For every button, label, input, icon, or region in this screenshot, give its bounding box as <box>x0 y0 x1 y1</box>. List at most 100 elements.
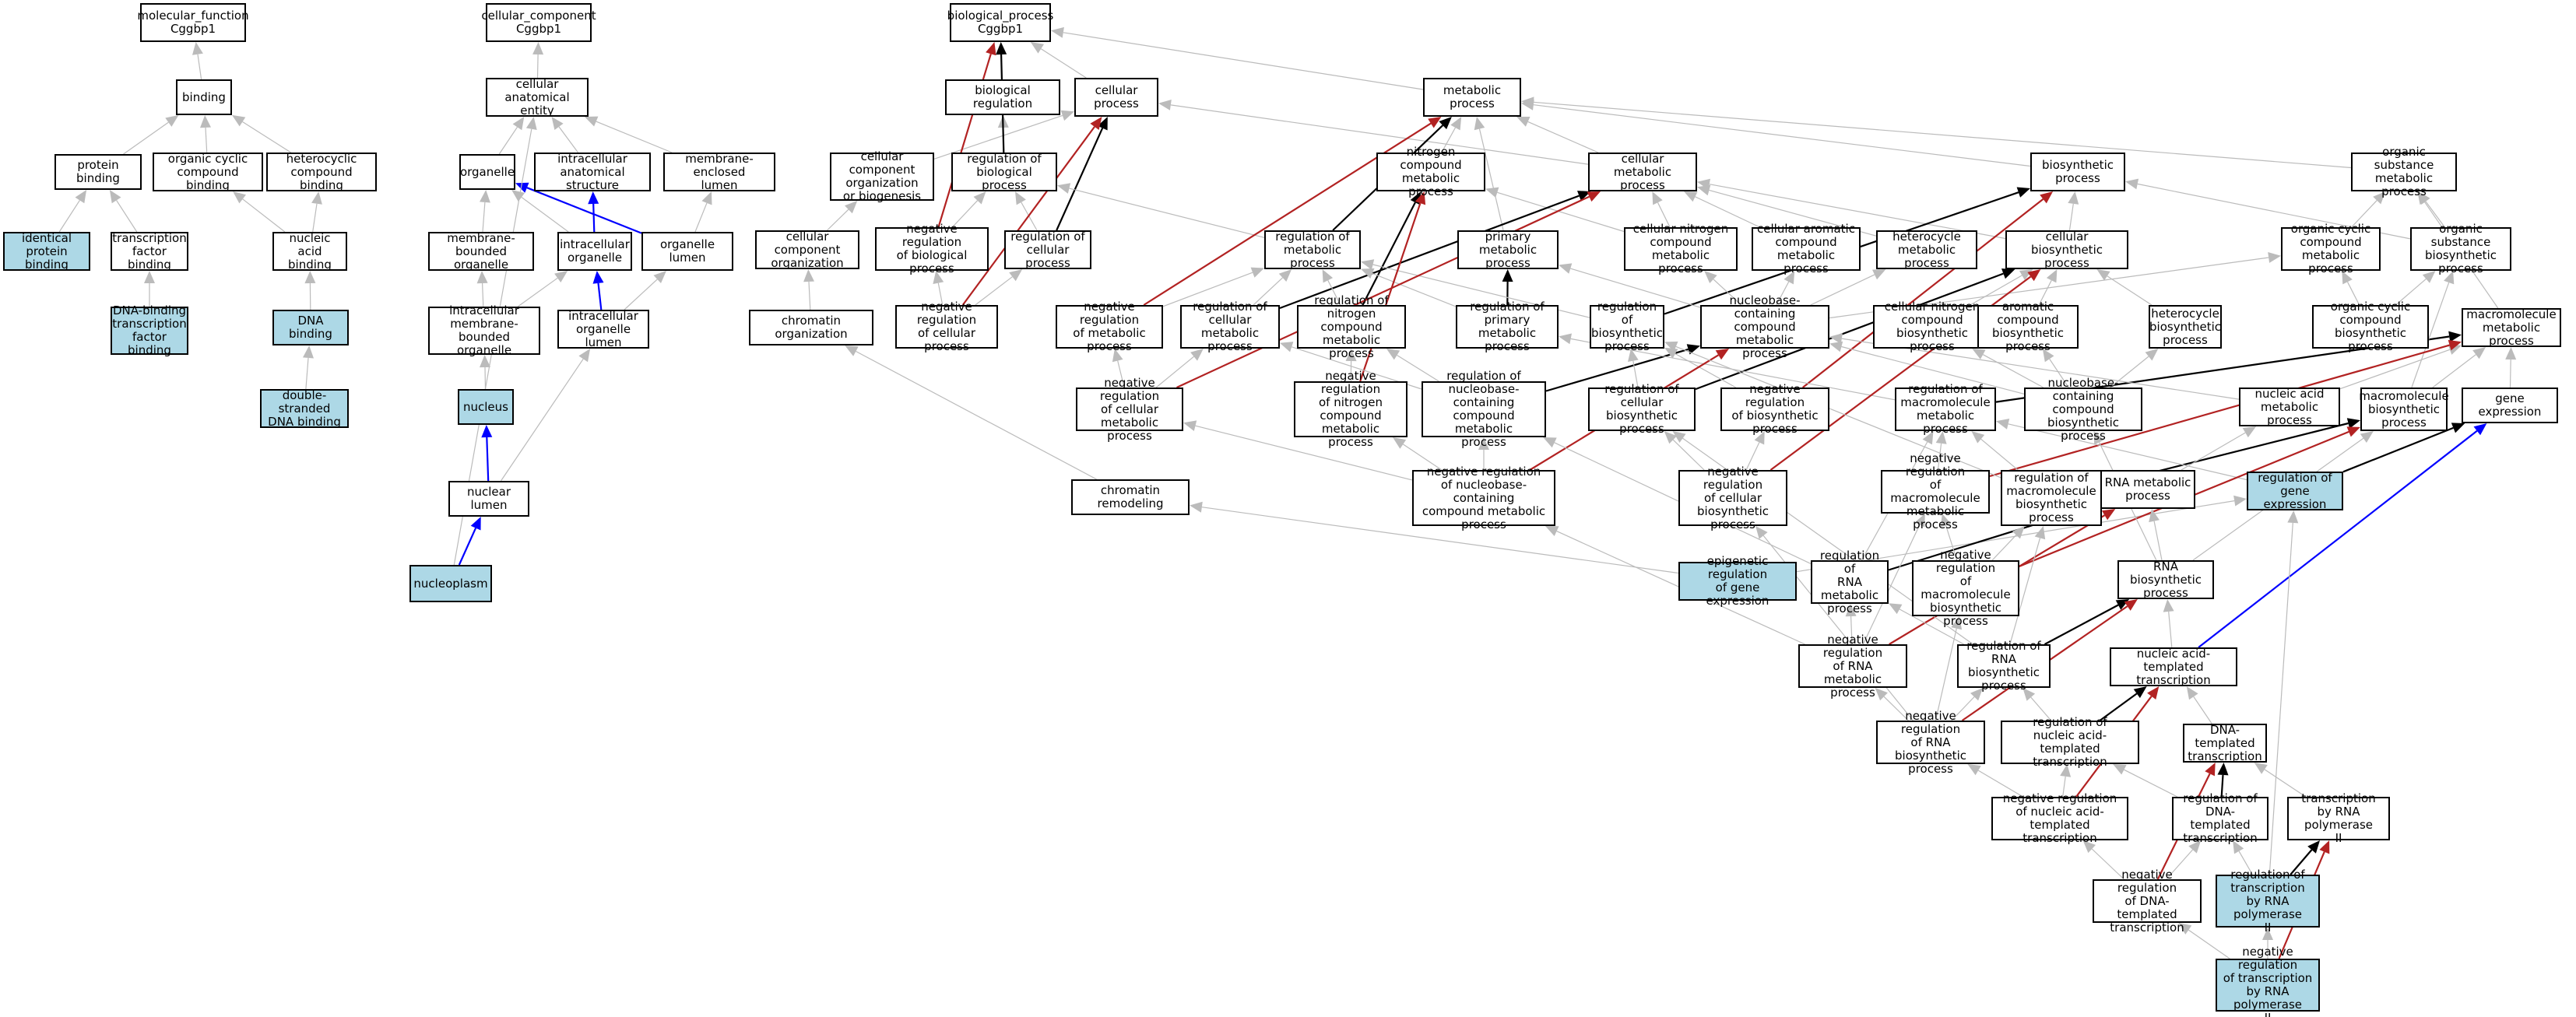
go-term-neg-reg-nitrogen-compound-metabolic-process[interactable]: negative regulation of nitrogen compound… <box>1294 370 1407 449</box>
go-term-regulation-of-nucleobase-containing-compound-metabolic-process[interactable]: regulation of nucleobase-containing comp… <box>1422 370 1546 449</box>
go-term-epigenetic-regulation-of-gene-expression[interactable]: epigenetic regulation of gene expression <box>1678 555 1797 608</box>
go-term-neg-reg-dna-templated-transcription[interactable]: negative regulation of DNA-templated tra… <box>2093 868 2202 934</box>
go-term-cellular-process[interactable]: cellular process <box>1074 78 1158 117</box>
go-term-cellular-nitrogen-compound-biosynthetic-process[interactable]: cellular nitrogen compound biosynthetic … <box>1873 300 1991 353</box>
go-term-regulation-of-gene-expression[interactable]: regulation of gene expression <box>2247 471 2343 510</box>
go-term-cellular-metabolic-process[interactable]: cellular metabolic process <box>1588 152 1697 191</box>
go-term-regulation-of-metabolic-process[interactable]: regulation of metabolic process <box>1264 230 1361 269</box>
go-term-cc-root[interactable]: cellular_component Cggbp1 <box>481 3 596 42</box>
go-term-nucleic-acid-binding[interactable]: nucleic acid binding <box>272 231 347 271</box>
go-term-intracellular-organelle[interactable]: intracellular organelle <box>557 232 632 271</box>
go-term-organic-substance-biosynthetic-process[interactable]: organic substance biosynthetic process <box>2410 223 2511 275</box>
go-term-nucleoplasm[interactable]: nucleoplasm <box>409 565 492 602</box>
go-term-neg-reg-biosynthetic-process[interactable]: negative regulation of biosynthetic proc… <box>1720 383 1829 436</box>
go-term-neg-reg-rna-biosynthetic-process[interactable]: negative regulation of RNA biosynthetic … <box>1876 709 1985 775</box>
go-term-heterocycle-biosynthetic-process[interactable]: heterocycle biosynthetic process <box>2149 305 2222 349</box>
go-term-mf-root[interactable]: molecular_function Cggbp1 <box>137 3 249 42</box>
go-term-regulation-of-cellular-biosynthetic-process[interactable]: regulation of cellular biosynthetic proc… <box>1588 383 1696 436</box>
go-term-regulation-of-cellular-process[interactable]: regulation of cellular process <box>1004 230 1091 269</box>
go-term-intracellular-organelle-lumen[interactable]: intracellular organelle lumen <box>557 309 649 349</box>
go-term-cellular-nitrogen-compound-metabolic-process[interactable]: cellular nitrogen compound metabolic pro… <box>1624 223 1738 275</box>
go-term-regulation-of-rna-biosynthetic-process[interactable]: regulation of RNA biosynthetic process <box>1957 640 2051 693</box>
go-term-dna-templated-transcription[interactable]: DNA-templated transcription <box>2183 723 2267 763</box>
go-term-dna-binding[interactable]: DNA binding <box>272 310 349 345</box>
go-term-cellular-component-organization[interactable]: cellular component organization <box>755 230 859 269</box>
go-term-organelle[interactable]: organelle <box>459 154 515 190</box>
edge-line <box>2238 850 2253 875</box>
go-term-membrane-enclosed-lumen[interactable]: membrane-enclosed lumen <box>663 152 775 191</box>
go-term-neg-reg-biological-process[interactable]: negative regulation of biological proces… <box>875 223 989 275</box>
go-term-metabolic-process[interactable]: metabolic process <box>1423 78 1521 117</box>
go-term-regulation-of-primary-metabolic-process[interactable]: regulation of primary metabolic process <box>1456 300 1559 353</box>
go-term-macromolecule-metabolic-process[interactable]: macromolecule metabolic process <box>2462 307 2561 347</box>
go-term-cellular-biosynthetic-process[interactable]: cellular biosynthetic process <box>2005 230 2128 269</box>
go-term-neg-reg-cellular-metabolic-process[interactable]: negative regulation of cellular metaboli… <box>1076 376 1183 442</box>
go-term-protein-binding[interactable]: protein binding <box>54 154 142 190</box>
go-term-aromatic-compound-biosynthetic-process[interactable]: aromatic compound biosynthetic process <box>1977 300 2079 353</box>
go-term-intracellular-mb-organelle[interactable]: intracellular membrane-bounded organelle <box>428 304 540 357</box>
go-term-neg-reg-transcription-by-rna-polymerase-ii[interactable]: negative regulation of transcription by … <box>2216 945 2320 1017</box>
go-term-rna-metabolic-process[interactable]: RNA metabolic process <box>2100 470 2195 509</box>
go-term-neg-reg-nucleobase-containing-compound-metabolic-process[interactable]: negative regulation of nucleobase-contai… <box>1412 465 1555 531</box>
go-term-intracellular-anatomical-structure[interactable]: intracellular anatomical structure <box>534 152 651 191</box>
edge-arrowhead <box>1829 333 1843 344</box>
go-term-neg-reg-cellular-process[interactable]: negative regulation of cellular process <box>895 300 998 353</box>
go-term-bp-root[interactable]: biological_process Cggbp1 <box>947 3 1053 42</box>
go-term-biosynthetic-process[interactable]: biosynthetic process <box>2030 153 2125 191</box>
go-term-regulation-of-macromolecule-metabolic-process[interactable]: regulation of macromolecule metabolic pr… <box>1895 383 1996 436</box>
go-term-regulation-of-nitrogen-compound-metabolic-process[interactable]: regulation of nitrogen compound metaboli… <box>1297 293 1406 359</box>
is-a-edge <box>480 190 490 233</box>
go-term-identical-protein-binding[interactable]: identical protein binding <box>3 231 90 271</box>
go-term-nucleus[interactable]: nucleus <box>458 389 514 425</box>
go-term-gene-expression[interactable]: gene expression <box>2462 388 2558 423</box>
go-term-neg-reg-macromolecule-biosynthetic-process[interactable]: negative regulation of macromolecule bio… <box>1912 549 2019 628</box>
go-term-organelle-lumen[interactable]: organelle lumen <box>641 232 733 271</box>
go-term-regulation-of-nucleic-acid-templated-transcription[interactable]: regulation of nucleic acid-templated tra… <box>2001 716 2139 769</box>
go-term-organic-substance-metabolic-process[interactable]: organic substance metabolic process <box>2351 146 2457 198</box>
go-term-regulation-of-biosynthetic-process[interactable]: regulation of biosynthetic process <box>1590 300 1664 353</box>
go-term-nucleic-acid-metabolic-process[interactable]: nucleic acid metabolic process <box>2239 387 2340 426</box>
go-term-chromatin-remodeling[interactable]: chromatin remodeling <box>1071 479 1190 515</box>
go-term-regulation-of-cellular-metabolic-process[interactable]: regulation of cellular metabolic process <box>1180 300 1280 353</box>
go-term-organic-cyclic-compound-binding[interactable]: organic cyclic compound binding <box>153 152 263 191</box>
go-term-nuclear-lumen[interactable]: nuclear lumen <box>448 481 529 517</box>
go-term-double-stranded-dna-binding[interactable]: double-stranded DNA binding <box>260 388 349 428</box>
go-term-regulation-of-biological-process[interactable]: regulation of biological process <box>951 152 1057 191</box>
go-term-neg-reg-rna-metabolic-process[interactable]: negative regulation of RNA metabolic pro… <box>1798 633 1907 699</box>
go-term-rna-biosynthetic-process[interactable]: RNA biosynthetic process <box>2117 559 2214 599</box>
go-term-transcription-factor-binding[interactable]: transcription factor binding <box>111 231 188 271</box>
edge-arrowhead <box>1250 267 1264 278</box>
go-term-primary-metabolic-process[interactable]: primary metabolic process <box>1457 230 1559 269</box>
go-term-nucleic-acid-templated-transcription[interactable]: nucleic acid-templated transcription <box>2110 647 2237 686</box>
edge-arrowhead <box>75 190 87 204</box>
go-term-nucleobase-containing-compound-biosynthetic-process[interactable]: nucleobase-containing compound biosynthe… <box>2024 376 2142 442</box>
go-term-macromolecule-biosynthetic-process[interactable]: macromolecule biosynthetic process <box>2359 388 2449 431</box>
is-a-edge <box>1684 191 1760 228</box>
is-a-edge <box>1628 349 1639 388</box>
go-term-neg-reg-metabolic-process[interactable]: negative regulation of metabolic process <box>1056 300 1163 353</box>
go-term-biological-regulation[interactable]: biological regulation <box>945 79 1060 115</box>
go-term-membrane-bounded-organelle[interactable]: membrane-bounded organelle <box>428 231 534 271</box>
go-term-neg-reg-macromolecule-metabolic-process[interactable]: negative regulation of macromolecule met… <box>1881 452 1990 531</box>
edge-arrowhead <box>1345 349 1357 362</box>
go-term-binding[interactable]: binding <box>176 79 232 115</box>
go-term-cc-org-biogenesis[interactable]: cellular component organization or bioge… <box>830 150 934 203</box>
go-term-regulation-of-macromolecule-biosynthetic-process[interactable]: regulation of macromolecule biosynthetic… <box>2001 470 2102 526</box>
go-term-regulation-of-dna-templated-transcription[interactable]: regulation of DNA-templated transcriptio… <box>2172 792 2268 845</box>
go-term-cellular-aromatic-compound-metabolic-process[interactable]: cellular aromatic compound metabolic pro… <box>1752 223 1861 275</box>
go-term-neg-reg-nucleic-acid-templated-transcription[interactable]: negative regulation of nucleic acid-temp… <box>1991 792 2128 845</box>
go-term-heterocycle-metabolic-process[interactable]: heterocycle metabolic process <box>1876 230 1977 269</box>
go-term-regulation-of-rna-metabolic-process[interactable]: regulation of RNA metabolic process <box>1811 549 1889 615</box>
go-term-nitrogen-compound-metabolic-process[interactable]: nitrogen compound metabolic process <box>1376 146 1485 198</box>
go-term-dna-binding-tf-binding[interactable]: DNA-binding transcription factor binding <box>111 304 188 357</box>
go-term-cellular-anatomical-entity[interactable]: cellular anatomical entity <box>486 77 589 117</box>
go-term-chromatin-organization[interactable]: chromatin organization <box>749 310 873 345</box>
go-term-organic-cyclic-compound-metabolic-process[interactable]: organic cyclic compound metabolic proces… <box>2281 223 2381 275</box>
go-term-organic-cyclic-compound-biosynthetic-process[interactable]: organic cyclic compound biosynthetic pro… <box>2312 300 2429 353</box>
go-term-nucleobase-containing-compound-metabolic-process[interactable]: nucleobase-containing compound metabolic… <box>1700 293 1829 359</box>
go-term-transcription-by-rna-polymerase-ii[interactable]: transcription by RNA polymerase II <box>2287 792 2390 845</box>
is-a-edge <box>951 191 986 228</box>
go-term-neg-reg-cellular-biosynthetic-process[interactable]: negative regulation of cellular biosynth… <box>1678 465 1787 531</box>
go-term-heterocyclic-compound-binding[interactable]: heterocyclic compound binding <box>266 152 377 191</box>
go-term-regulation-of-transcription-by-rna-polymerase-ii[interactable]: regulation of transcription by RNA polym… <box>2216 868 2320 934</box>
